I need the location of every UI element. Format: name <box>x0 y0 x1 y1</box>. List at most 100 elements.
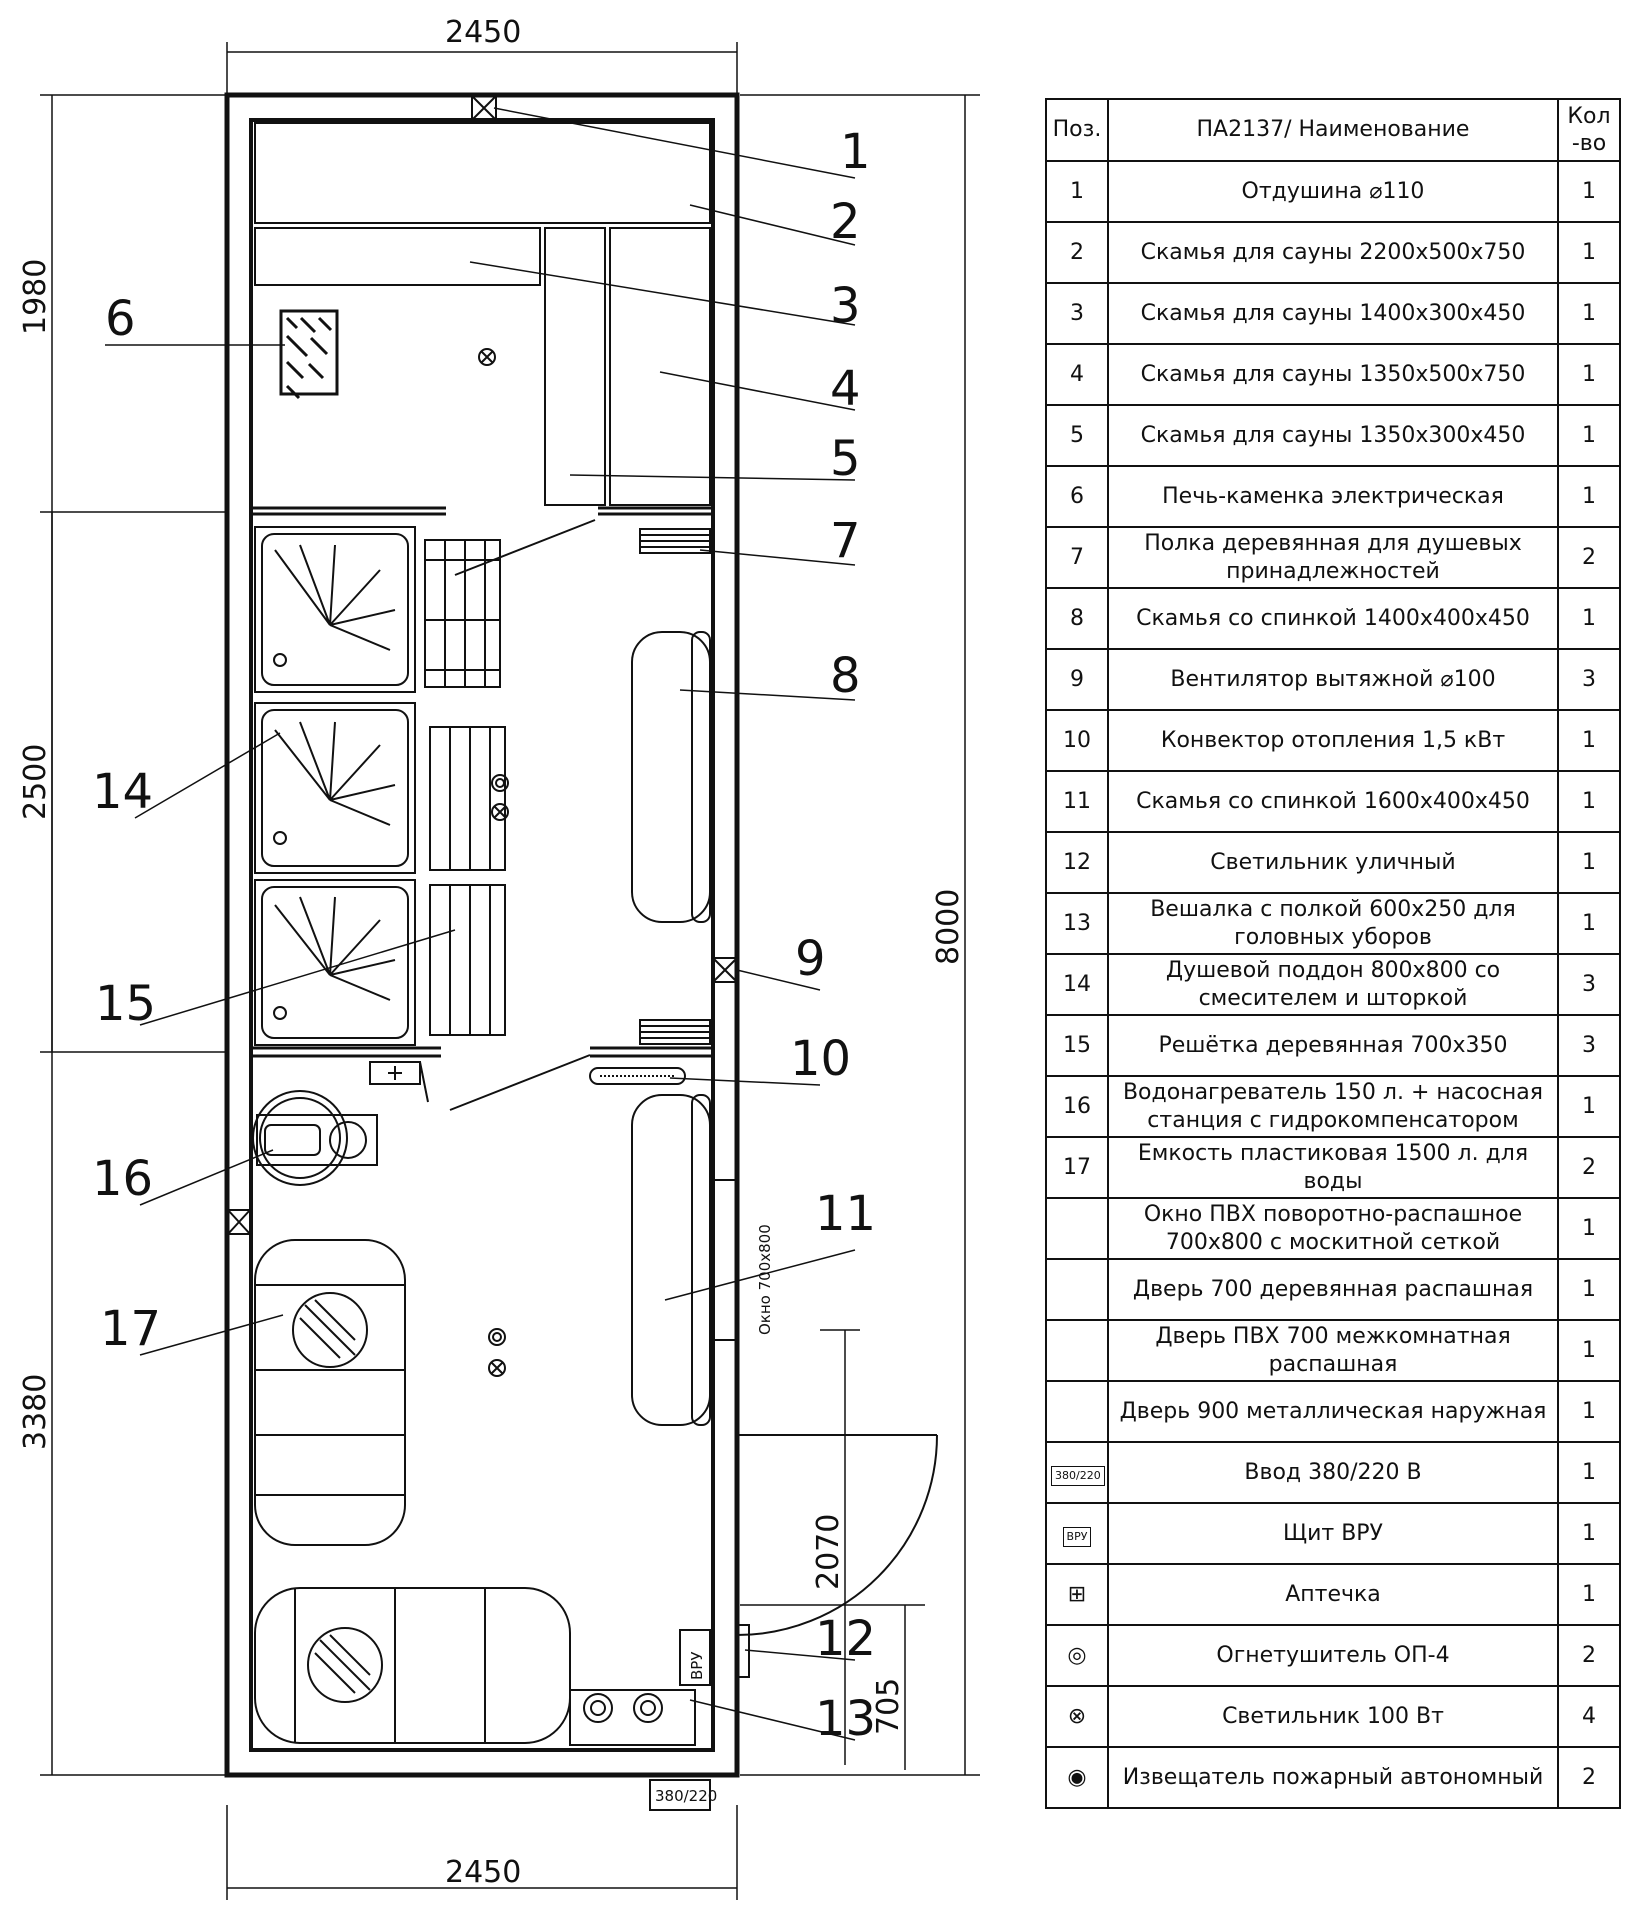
callout-13: 13 <box>815 1691 876 1747</box>
water-tank-2 <box>254 1587 571 1744</box>
smoke-detector-icon: ◉ <box>1045 1746 1109 1809</box>
row-name: Дверь ПВХ 700 межкомнатная распашная <box>1107 1319 1559 1382</box>
row-qty: 3 <box>1557 953 1621 1016</box>
row-qty: 1 <box>1557 404 1621 467</box>
callout-2: 2 <box>830 194 861 250</box>
row-qty: 1 <box>1557 465 1621 528</box>
window <box>712 1179 738 1341</box>
row-name: Ввод 380/220 В <box>1107 1441 1559 1504</box>
callout-5: 5 <box>830 431 861 487</box>
row-name: Скамья для сауны 2200х500х750 <box>1107 221 1559 284</box>
row-name: Скамья для сауны 1350х300х450 <box>1107 404 1559 467</box>
row-name: Аптечка <box>1107 1563 1559 1626</box>
sauna-bench-4 <box>609 227 711 506</box>
convector <box>589 1067 686 1085</box>
row-qty: 1 <box>1557 831 1621 894</box>
row-name: Светильник 100 Вт <box>1107 1685 1559 1748</box>
bench-8 <box>631 631 711 923</box>
row-pos: 12 <box>1045 831 1109 894</box>
row-pos: 3 <box>1045 282 1109 345</box>
row-name: Скамья для сауны 1400х300х450 <box>1107 282 1559 345</box>
vru-label: ВРУ <box>688 1652 706 1680</box>
row-name: Скамья для сауны 1350х500х750 <box>1107 343 1559 406</box>
dimension-line <box>40 94 225 1776</box>
callout-12: 12 <box>815 1611 876 1667</box>
dim-section-1: 1980 <box>18 259 53 335</box>
sauna-bench-3 <box>254 227 541 286</box>
row-pos: 13 <box>1045 892 1109 955</box>
wooden-grate-3 <box>429 884 506 1036</box>
dim-width-top: 2450 <box>445 15 521 50</box>
window-label: Окно 700х800 <box>756 1224 774 1335</box>
door-leaf <box>449 1054 591 1111</box>
row-qty: 3 <box>1557 648 1621 711</box>
row-name: Вентилятор вытяжной ⌀100 <box>1107 648 1559 711</box>
lamp-icon <box>491 803 509 821</box>
callout-16: 16 <box>92 1151 153 1207</box>
outer-wall <box>224 92 740 1778</box>
row-qty: 2 <box>1557 1136 1621 1199</box>
first-aid-kit-icon: ⊞ <box>1045 1563 1109 1626</box>
row-qty: 2 <box>1557 526 1621 589</box>
row-pos: 6 <box>1045 465 1109 528</box>
panel-box-icon: ВРУ <box>1045 1502 1109 1565</box>
vru-panel <box>679 1629 711 1686</box>
row-qty: 1 <box>1557 1075 1621 1138</box>
leader-lines <box>105 107 856 1741</box>
partition-wall <box>251 506 446 516</box>
row-qty: 3 <box>1557 1014 1621 1077</box>
door-leaf <box>454 519 596 576</box>
callout-3: 3 <box>830 278 861 334</box>
row-qty: 2 <box>1557 1624 1621 1687</box>
row-name: Светильник уличный <box>1107 831 1559 894</box>
sauna-bench-2 <box>254 122 711 224</box>
row-qty: 1 <box>1557 892 1621 955</box>
row-name: Вешалка с полкой 600х250 для головных уб… <box>1107 892 1559 955</box>
row-pos: 10 <box>1045 709 1109 772</box>
partition-wall <box>251 1046 441 1058</box>
lamp-icon <box>478 348 496 366</box>
row-name: Полка деревянная для душевых принадлежно… <box>1107 526 1559 589</box>
smoke-detector-icon <box>488 1328 506 1346</box>
lamp-icon <box>488 1359 506 1377</box>
row-pos <box>1045 1319 1109 1382</box>
input-label: 380/220 <box>655 1787 717 1805</box>
row-qty: 1 <box>1557 1563 1621 1626</box>
shower-tray-1 <box>254 526 416 693</box>
row-qty: 1 <box>1557 770 1621 833</box>
row-qty: 1 <box>1557 1502 1621 1565</box>
row-name: Отдушина ⌀110 <box>1107 160 1559 223</box>
sauna-bench-5 <box>544 227 606 506</box>
row-name: Емкость пластиковая 1500 л. для воды <box>1107 1136 1559 1199</box>
row-name: Конвектор отопления 1,5 кВт <box>1107 709 1559 772</box>
table-row: Окно ПВХ поворотно-распашное 700х800 с м… <box>1045 1197 1621 1260</box>
callout-4: 4 <box>830 361 861 417</box>
row-pos: 2 <box>1045 221 1109 284</box>
row-pos: 1 <box>1045 160 1109 223</box>
dim-door-offset: 2070 <box>811 1514 846 1590</box>
row-pos: 16 <box>1045 1075 1109 1138</box>
water-tank-1 <box>254 1239 406 1546</box>
shower-tray-2 <box>254 702 416 874</box>
header-pos: Поз. <box>1045 98 1109 162</box>
row-qty: 1 <box>1557 221 1621 284</box>
wooden-grate-1 <box>424 539 501 688</box>
header-name: ПА2137/ Наименование <box>1107 98 1559 162</box>
